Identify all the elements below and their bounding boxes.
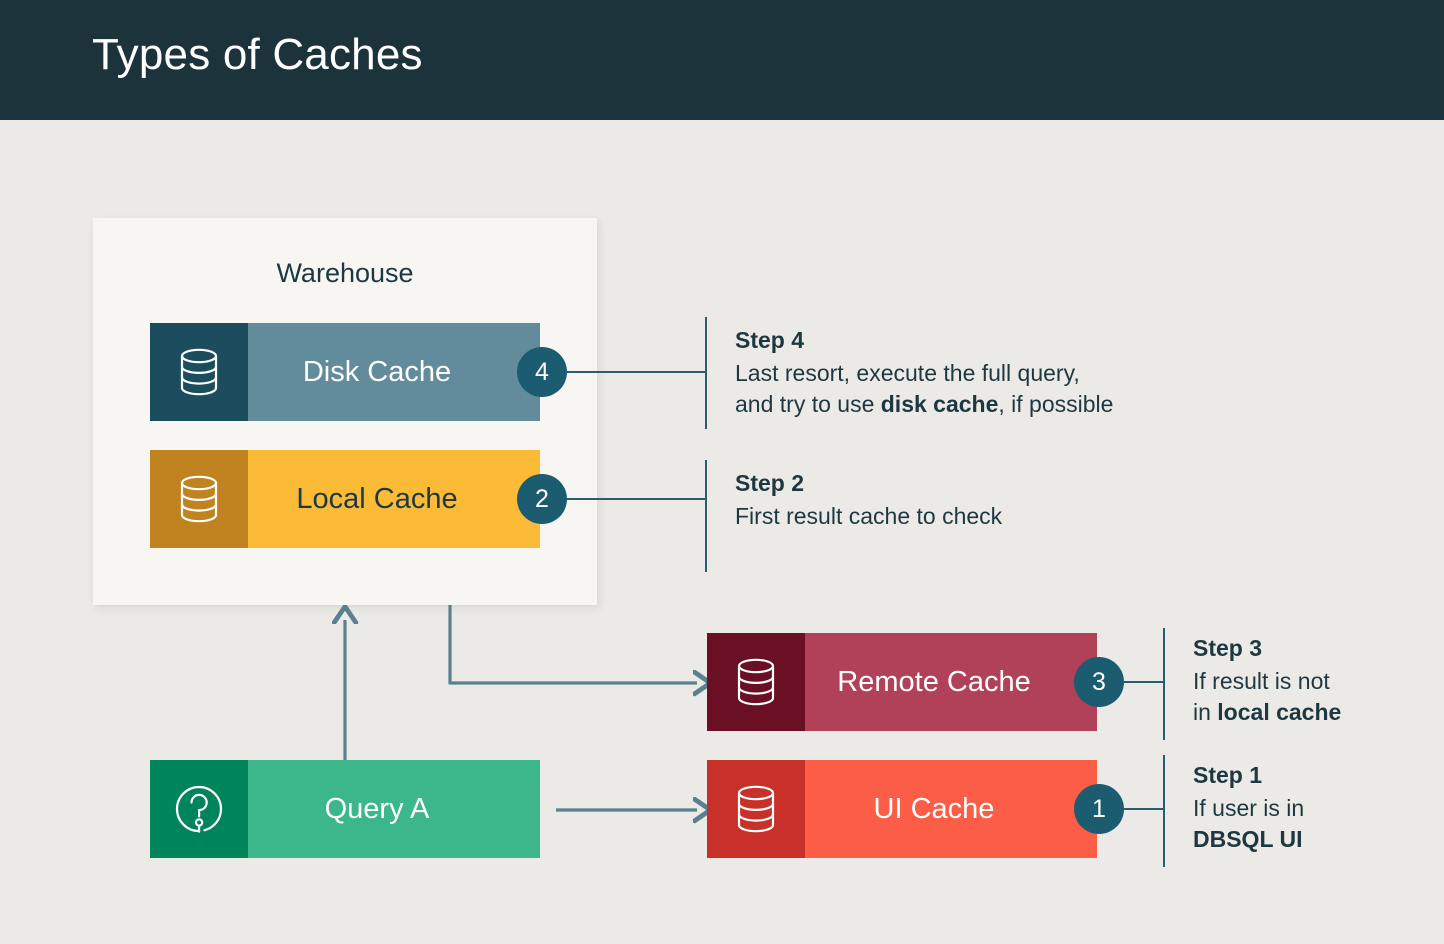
badge-step-2: 2 bbox=[517, 474, 567, 524]
step-title: Step 2 bbox=[735, 470, 805, 496]
step-title: Step 4 bbox=[735, 327, 805, 353]
step-line-2-pre: in bbox=[1193, 699, 1218, 726]
step-line-2-post: , if possible bbox=[998, 391, 1114, 418]
page-title: Types of Caches bbox=[92, 30, 423, 79]
step-line-1: First result cache to check bbox=[735, 503, 1003, 530]
leader-line-step-2 bbox=[567, 498, 706, 500]
leader-line-step-3 bbox=[1124, 681, 1164, 683]
database-icon bbox=[150, 323, 248, 421]
node-ui-cache[interactable]: UI Cache bbox=[707, 760, 1097, 858]
badge-step-3: 3 bbox=[1074, 657, 1124, 707]
database-icon bbox=[707, 633, 805, 731]
bracket-step-4 bbox=[705, 317, 707, 429]
leader-line-step-4 bbox=[567, 371, 706, 373]
annotation-step-1: Step 1 If user is in DBSQL UI bbox=[1193, 760, 1443, 855]
node-label: Remote Cache bbox=[837, 665, 1031, 698]
leader-line-step-1 bbox=[1124, 808, 1164, 810]
annotation-step-4: Step 4 Last resort, execute the full que… bbox=[735, 325, 1255, 420]
node-disk-cache[interactable]: Disk Cache bbox=[150, 323, 540, 421]
step-line-2-bold: DBSQL UI bbox=[1193, 826, 1303, 853]
step-title: Step 1 bbox=[1193, 762, 1263, 788]
annotation-step-2: Step 2 First result cache to check bbox=[735, 468, 1255, 532]
badge-step-1: 1 bbox=[1074, 784, 1124, 834]
node-body: UI Cache bbox=[805, 760, 1097, 858]
node-label: Query A bbox=[324, 792, 430, 825]
step-line-2-bold: disk cache bbox=[880, 391, 999, 418]
annotation-step-3: Step 3 If result is not in local cache bbox=[1193, 633, 1443, 728]
node-label: UI Cache bbox=[873, 792, 995, 825]
node-label: Disk Cache bbox=[302, 355, 452, 388]
bracket-step-3 bbox=[1163, 628, 1165, 740]
step-line-1: If user is in bbox=[1193, 795, 1305, 822]
step-line-2-pre: and try to use bbox=[735, 391, 881, 418]
node-body: Remote Cache bbox=[805, 633, 1097, 731]
bracket-step-1 bbox=[1163, 755, 1165, 867]
node-body: Local Cache bbox=[248, 450, 540, 548]
badge-step-4: 4 bbox=[517, 347, 567, 397]
step-line-2: and try to use disk cache, if possible bbox=[735, 389, 1255, 420]
node-body: Disk Cache bbox=[248, 323, 540, 421]
step-line-2-bold: local cache bbox=[1217, 699, 1342, 726]
node-label: Local Cache bbox=[296, 482, 458, 515]
step-line-2: DBSQL UI bbox=[1193, 824, 1443, 855]
question-mark-circle-icon bbox=[150, 760, 248, 858]
diagram-canvas: Warehouse Disk Cache 4 bbox=[0, 120, 1444, 944]
database-icon bbox=[707, 760, 805, 858]
step-line-1: Last resort, execute the full query, bbox=[735, 360, 1080, 387]
node-local-cache[interactable]: Local Cache bbox=[150, 450, 540, 548]
node-query-a[interactable]: Query A bbox=[150, 760, 540, 858]
step-line-2: in local cache bbox=[1193, 697, 1443, 728]
page-header: Types of Caches bbox=[0, 0, 1444, 120]
node-body: Query A bbox=[248, 760, 540, 858]
node-remote-cache[interactable]: Remote Cache bbox=[707, 633, 1097, 731]
warehouse-label: Warehouse bbox=[276, 258, 414, 288]
bracket-step-2 bbox=[705, 460, 707, 572]
database-icon bbox=[150, 450, 248, 548]
step-title: Step 3 bbox=[1193, 635, 1263, 661]
step-line-1: If result is not bbox=[1193, 668, 1330, 695]
